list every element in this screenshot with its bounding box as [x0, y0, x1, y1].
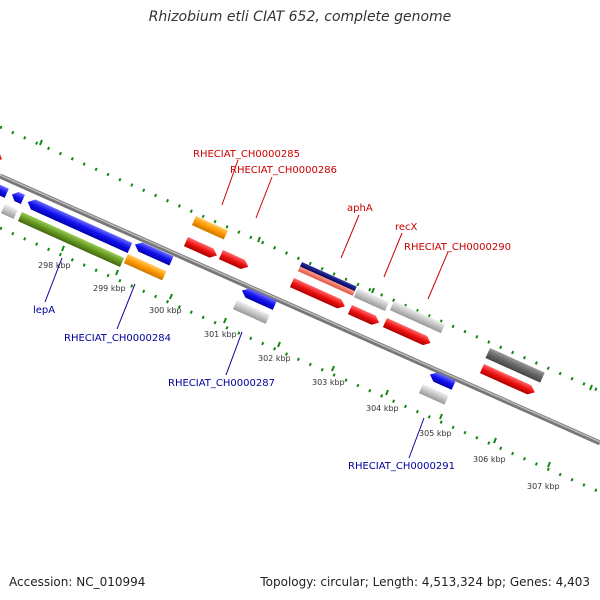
leader-290	[427, 251, 449, 300]
inner-dotted-track	[0, 226, 600, 494]
gene-green-lepa[interactable]	[17, 212, 125, 268]
tick-label-302: 302 kbp	[258, 354, 291, 363]
tick-301	[223, 317, 227, 324]
tick-299	[115, 269, 119, 276]
gene-blue-284[interactable]	[133, 240, 174, 266]
leader-286	[255, 176, 273, 219]
gene-grey-287[interactable]	[232, 300, 270, 324]
gene-red-recx[interactable]	[347, 305, 381, 327]
gene-blue-left-b[interactable]	[10, 190, 25, 205]
label-lepa[interactable]: lepA	[33, 305, 55, 316]
leader-recx	[383, 232, 403, 278]
gene-grey-left[interactable]	[0, 204, 18, 219]
leader-291	[408, 417, 425, 459]
gene-salmon-apha[interactable]	[297, 266, 355, 296]
tick-305	[439, 413, 443, 420]
tick-303	[331, 365, 335, 372]
outer-tick	[39, 139, 43, 146]
gene-blue-lepa[interactable]	[25, 197, 133, 253]
genome-backbone-highlight	[0, 174, 600, 443]
tick-label-298: 298 kbp	[38, 261, 71, 270]
genome-summary-text: Topology: circular; Length: 4,513,324 bp…	[260, 575, 590, 589]
tick-300	[169, 293, 173, 300]
gene-red-left-edge[interactable]	[0, 150, 4, 164]
tick-label-301: 301 kbp	[204, 330, 237, 339]
label-rheciat-ch0000284[interactable]: RHECIAT_CH0000284	[64, 333, 171, 344]
outer-tick	[371, 287, 375, 294]
gene-darkgrey[interactable]	[485, 348, 545, 383]
gene-red-285a[interactable]	[183, 237, 219, 260]
tick-label-304: 304 kbp	[366, 404, 399, 413]
leader-287	[225, 331, 243, 376]
tick-label-303: 303 kbp	[312, 378, 345, 387]
tick-306	[493, 437, 497, 444]
gene-grey-291[interactable]	[418, 384, 449, 405]
page-title: Rhizobium etli CIAT 652, complete genome	[148, 9, 452, 25]
gene-grey-recx[interactable]	[353, 288, 390, 312]
tick-304	[385, 389, 389, 396]
gene-blue-291[interactable]	[428, 370, 456, 390]
gene-orange-284[interactable]	[123, 254, 167, 281]
leader-285	[221, 159, 239, 206]
gene-orange-285[interactable]	[191, 216, 228, 240]
leader-lepa	[44, 257, 63, 303]
label-rheciat-ch0000290[interactable]: RHECIAT_CH0000290	[404, 242, 511, 253]
tick-label-299: 299 kbp	[93, 284, 126, 293]
outer-tick	[257, 236, 261, 243]
gene-grey-290[interactable]	[389, 301, 446, 334]
tick-307	[547, 461, 551, 468]
tick-label-300: 300 kbp	[149, 306, 182, 315]
top-leaders	[221, 159, 449, 300]
gene-red-290[interactable]	[382, 318, 433, 348]
leader-284	[116, 283, 136, 330]
bottom-leaders	[44, 257, 425, 459]
gene-blue-left-a[interactable]	[0, 183, 9, 198]
gene-red-286[interactable]	[218, 250, 250, 271]
accession-text: Accession: NC_010994	[9, 575, 146, 589]
gene-red-apha[interactable]	[289, 278, 347, 311]
gene-navy-apha[interactable]	[299, 262, 357, 292]
outer-dotted-track	[0, 125, 600, 393]
tick-label-305: 305 kbp	[419, 429, 452, 438]
label-rheciat-ch0000287[interactable]: RHECIAT_CH0000287	[168, 378, 275, 389]
gene-blue-287[interactable]	[240, 286, 277, 310]
label-rheciat-ch0000286[interactable]: RHECIAT_CH0000286	[230, 165, 337, 176]
gene-red-right[interactable]	[479, 364, 537, 397]
tick-298	[61, 245, 65, 252]
tick-label-306: 306 kbp	[473, 455, 506, 464]
tick-label-307: 307 kbp	[527, 482, 560, 491]
tick-group: 298 kbp 299 kbp 300 kbp 301 kbp 302 kbp …	[38, 245, 560, 491]
label-rheciat-ch0000285[interactable]: RHECIAT_CH0000285	[193, 149, 300, 160]
outer-tick	[589, 384, 593, 391]
label-apha[interactable]: aphA	[347, 203, 373, 214]
label-recx[interactable]: recX	[395, 222, 418, 233]
genome-backbone	[0, 173, 600, 446]
leader-apha	[340, 214, 360, 259]
label-rheciat-ch0000291[interactable]: RHECIAT_CH0000291	[348, 461, 455, 472]
tick-302	[277, 341, 281, 348]
